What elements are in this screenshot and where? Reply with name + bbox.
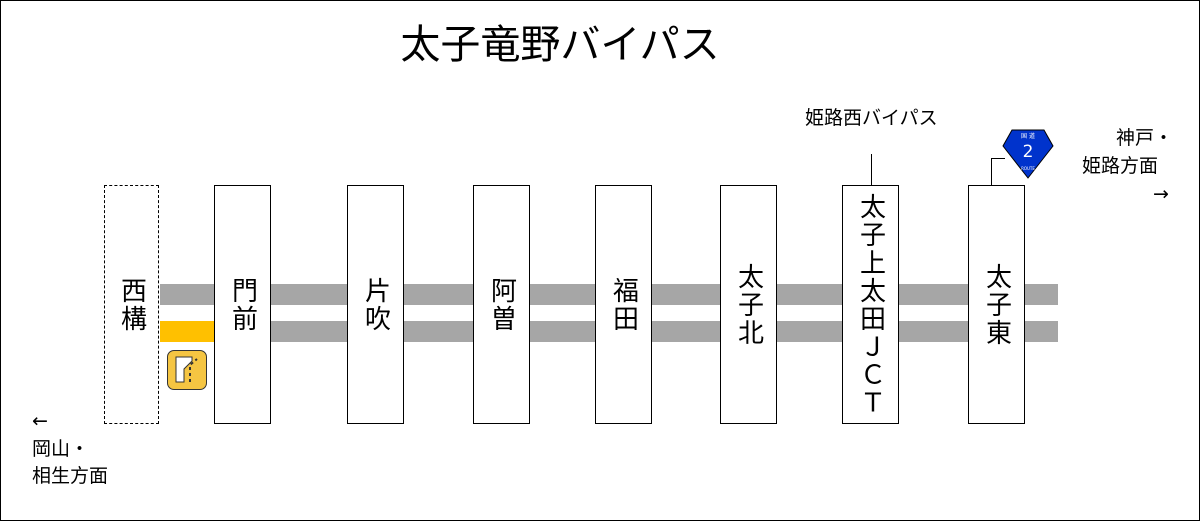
jct-route-label: 姫路西バイパス [805, 107, 938, 129]
direction-west-arrow: ← [32, 410, 48, 432]
station-fukuda: 福田 [595, 185, 652, 424]
route-connector-vertical [991, 158, 992, 185]
interchange-sign-icon [167, 350, 207, 390]
station-label: 太子東 [981, 260, 1012, 349]
station-aso: 阿曽 [473, 185, 530, 424]
direction-west-line1: 岡山・ [32, 438, 90, 460]
jct-connector-line [871, 154, 872, 185]
station-taishi-kamiota-jct: 太子上太田ＪＣＴ [842, 185, 899, 424]
station-taishi-kita: 太子北 [720, 185, 777, 424]
station-label: 福田 [608, 274, 639, 335]
station-monzen: 門前 [214, 185, 271, 424]
station-label: 太子上太田ＪＣＴ [855, 190, 886, 419]
shield-top-text: 国 道 [1021, 132, 1035, 140]
station-label: 西構 [116, 274, 147, 335]
road-highlight-segment [160, 321, 214, 342]
station-label: 阿曽 [486, 274, 517, 335]
direction-west-line2: 相生方面 [32, 465, 109, 487]
direction-east-line1: 神戸・ [1116, 127, 1174, 149]
diagram-title: 太子竜野バイパス [400, 22, 720, 68]
station-nishigamae: 西構 [104, 185, 159, 424]
direction-east-arrow: → [1153, 183, 1169, 205]
station-katafuki: 片吹 [347, 185, 404, 424]
route-connector-horizontal [991, 158, 1005, 159]
station-label: 太子北 [733, 260, 764, 349]
national-route-shield-icon: 国 道 ROUTE 2 [1002, 129, 1054, 179]
station-taishi-higashi: 太子東 [968, 185, 1025, 424]
shield-bottom-text: ROUTE [1021, 166, 1035, 171]
station-label: 門前 [227, 274, 258, 335]
station-label: 片吹 [360, 274, 391, 335]
shield-route-number: 2 [1022, 142, 1034, 162]
direction-east-line2: 姫路方面 [1082, 155, 1159, 177]
